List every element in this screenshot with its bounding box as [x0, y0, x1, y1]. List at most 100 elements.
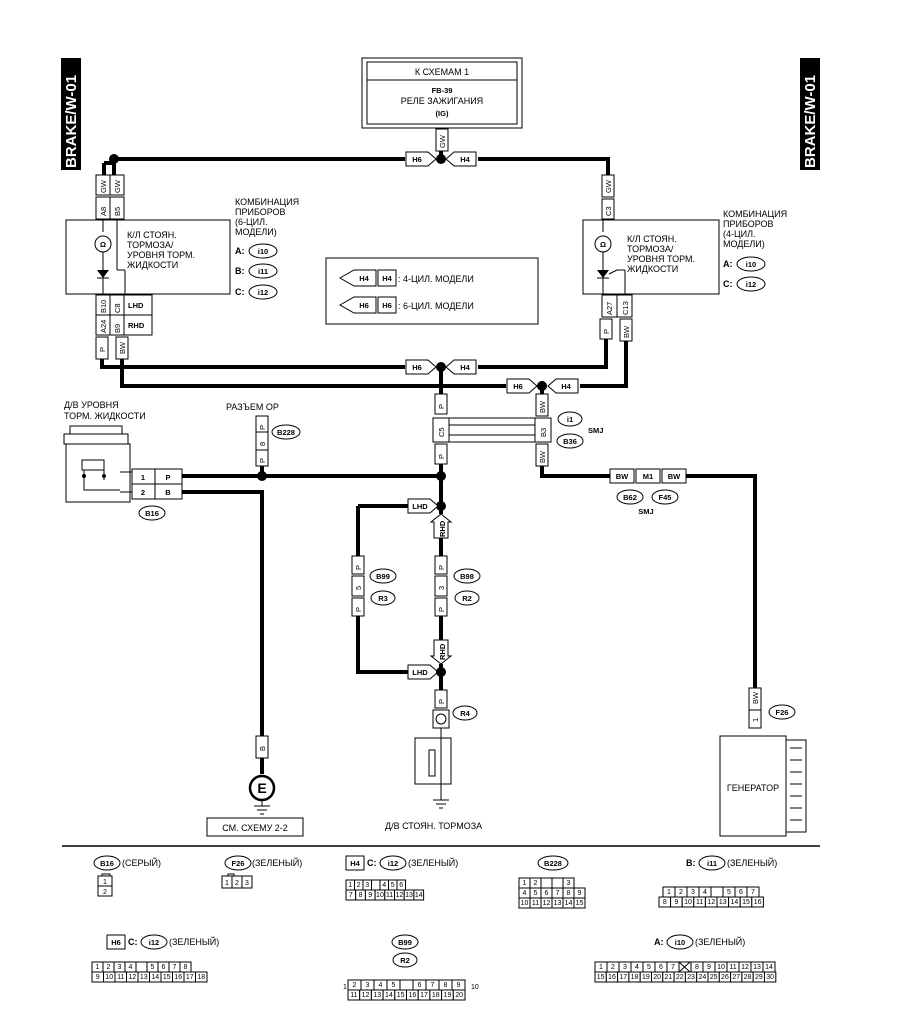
svg-text:Ω: Ω: [100, 240, 106, 249]
cv-b99-pin: 7: [431, 982, 435, 989]
cv-b228-pin: 11: [532, 900, 539, 907]
lhd-top: LHD: [412, 502, 428, 511]
cv-b228-pin: 3: [567, 880, 571, 887]
cv-i10-pin: 23: [687, 974, 695, 981]
relay-wire-label: GW: [438, 134, 447, 148]
cv-i10-pin: 29: [755, 974, 763, 981]
cv-b99-pin: 4: [379, 982, 383, 989]
op-title: РАЗЪЕМ ОР: [226, 402, 279, 412]
cv-i10-pin: 19: [642, 974, 650, 981]
lc-lhd: LHD: [128, 301, 144, 310]
cv-h4-tag: H4: [350, 859, 360, 868]
cv-b99-pin: 5: [392, 982, 396, 989]
legend-h6-box: H6: [382, 301, 392, 310]
cv-i11-pin: 7: [751, 889, 755, 896]
cv-i10-cell: [764, 971, 777, 983]
cv-f26-p3: 3: [245, 880, 249, 887]
lc-pin-b9: B9: [113, 324, 122, 333]
m1-connector: BW M1 BW: [609, 468, 687, 484]
lc-inner-1: К/Л СТОЯН.: [127, 230, 177, 240]
cv-i11-pin: 4: [703, 889, 707, 896]
cv-i11-pin: 8: [663, 899, 667, 906]
ground-ref: СМ. СХЕМУ 2-2: [222, 823, 288, 833]
cv-i10-pin: 15: [597, 974, 605, 981]
cv-h4-desc: (ЗЕЛЕНЫЙ): [408, 857, 458, 868]
cv-h4-pin: 9: [368, 892, 372, 899]
cv-h4-pin: 11: [386, 892, 393, 899]
cv-i10-pin: 30: [766, 974, 774, 981]
b98-pin: 3: [437, 586, 446, 590]
r4-conn: R4: [460, 709, 470, 718]
cv-b99-pin: 13: [373, 992, 381, 999]
cv-h4-pin: 5: [391, 882, 395, 889]
cv-f26-p2: 2: [235, 880, 239, 887]
cv-b99-pin: 3: [366, 982, 370, 989]
cv-i10-pin: 2: [611, 964, 615, 971]
lc-top-pin-a8: A8: [99, 207, 108, 216]
smj-label: SMJ: [588, 426, 603, 435]
cv-i10-pin: 5: [647, 964, 651, 971]
lc-conn-a-label: A:: [235, 246, 245, 256]
m1-right-bw: BW: [668, 472, 681, 481]
lc-conn-a: i10: [258, 247, 268, 256]
fluid-title-1: Д/В УРОВНЯ: [64, 400, 119, 410]
gen-conn-f26: F26: [776, 708, 789, 717]
cv-h6-pin: 1: [96, 964, 100, 971]
lc-wire-p: P: [98, 347, 107, 352]
brake-fluid-sensor: [63, 425, 132, 503]
rc-title-2: ПРИБОРОВ: [723, 219, 774, 229]
cv-b99-pin: 19: [444, 992, 452, 999]
cv-b228-pin: 2: [534, 880, 538, 887]
cv-i10-pin: 24: [698, 974, 706, 981]
lc-conn-c: i12: [258, 288, 268, 297]
cv-h6-pin: 11: [117, 974, 124, 981]
cv-b228-pin: 5: [534, 890, 538, 897]
cv-b99-side-pin: 1: [343, 984, 347, 991]
conn-view-b16: B16 (СЕРЫЙ) 1 2: [93, 855, 161, 897]
cv-h6-pin: 10: [105, 974, 113, 981]
smj-conn-i1: i1: [567, 415, 573, 424]
gen-wire: BW: [751, 691, 760, 704]
ground-wire: B: [258, 746, 267, 751]
cv-h4-pin: 10: [376, 892, 384, 899]
cv-h4-pin: 1: [348, 882, 352, 889]
cv-h6-cell: [135, 961, 148, 973]
parking-switch-label: Д/В СТОЯН. ТОРМОЗА: [385, 821, 482, 831]
cv-i10-pin: 26: [721, 974, 729, 981]
gen-label: ГЕНЕРАТОР: [727, 783, 779, 793]
b99-wire-bot: P: [354, 607, 363, 612]
cv-h6-pin: 12: [128, 974, 136, 981]
cv-h6-tag: H6: [111, 938, 121, 947]
smj-wire-bw-bot: BW: [538, 450, 547, 463]
cv-h4-pin: 4: [382, 882, 386, 889]
cv-b99-pin: 16: [408, 992, 416, 999]
cv-b99-pin: 8: [444, 982, 448, 989]
b98-conn-r2: R2: [462, 594, 472, 603]
cv-i10-pin: 12: [741, 964, 749, 971]
engine-legend: H4 H4 : 4-ЦИЛ. МОДЕЛИ H6 H6 : 6-ЦИЛ. МОД…: [325, 257, 539, 325]
rc-conn-a: i10: [746, 260, 756, 269]
cv-h4-id: i12: [388, 859, 398, 868]
cv-h6-pin: 15: [163, 974, 171, 981]
rc-inner-4: ЖИДКОСТИ: [627, 264, 678, 274]
rc-conn-a-label: A:: [723, 259, 733, 269]
relay-code: FB-39: [432, 86, 453, 95]
cv-b228-pin: 14: [565, 900, 573, 907]
m1-conn-b62: B62: [623, 493, 637, 502]
cv-h4-pin: 6: [399, 882, 403, 889]
legend-6cyl: : 6-ЦИЛ. МОДЕЛИ: [398, 301, 474, 311]
cv-h6-pin: 16: [174, 974, 182, 981]
cv-f26-id: F26: [232, 859, 245, 868]
cv-b99-pin: 20: [455, 992, 463, 999]
rc-wire-p: P: [602, 329, 611, 334]
lc-pin-b10: B10: [99, 300, 108, 313]
rc-top-pin: C3: [604, 206, 613, 216]
op-pin: 8: [258, 442, 267, 446]
cv-i10-prefix: A:: [654, 937, 664, 947]
cv-b99-pin: 18: [432, 992, 440, 999]
cv-i10-pin: 18: [631, 974, 639, 981]
rc-conn-c: i12: [746, 280, 756, 289]
cv-b16-p2: 2: [103, 889, 107, 896]
